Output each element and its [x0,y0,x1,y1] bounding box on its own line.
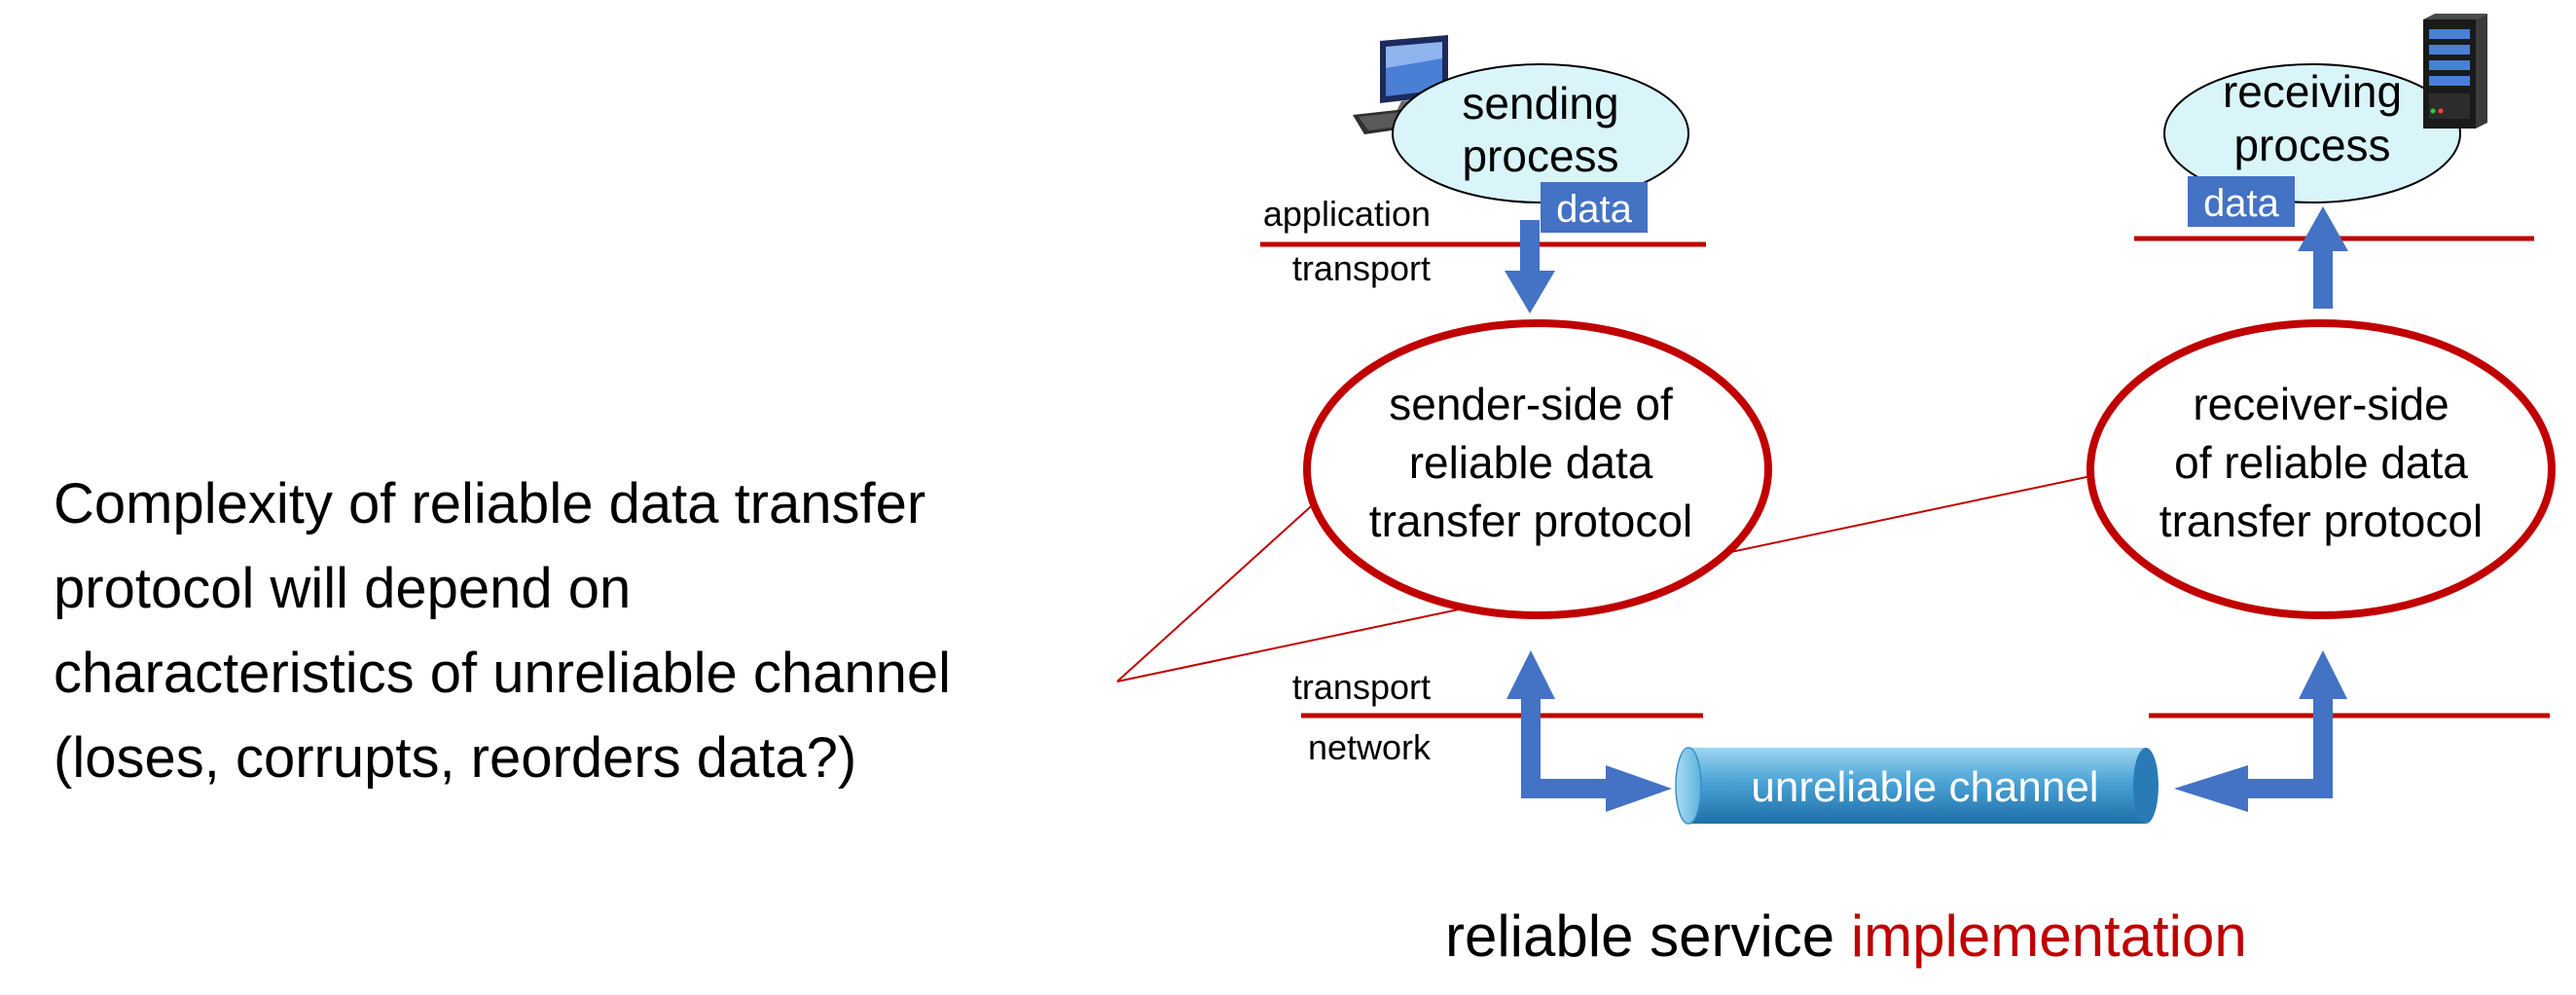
receiver-data-box [2188,176,2295,227]
left-explanation: Complexity of reliable data transfer pro… [54,472,951,790]
sender-data-box [1541,182,1648,233]
receiver-protocol-label-2: of reliable data [2174,437,2468,488]
sender-data-label: data [1556,188,1633,231]
receiving-process-label-2: process [2233,120,2390,170]
caption-part-1: reliable service [1445,903,1851,969]
sender-channel-arrow [1506,650,1672,812]
server-icon [2423,14,2487,129]
receiver-data-label: data [2203,182,2280,225]
receiving-process-ellipse [2163,63,2461,203]
receiver-up-arrow-head [2298,206,2348,251]
receiving-process-label-1: receiving [2223,66,2402,117]
receiver-protocol-label-1: receiver-side [2193,379,2449,429]
sending-process-label-2: process [1462,130,1618,181]
sender-protocol-label-1: sender-side of [1389,379,1673,429]
explanation-line-1: Complexity of reliable data transfer [54,472,925,535]
explanation-line-4: (loses, corrupts, reorders data?) [54,726,856,790]
sender-protocol-oval [1303,319,1772,619]
sender-layer-transport: transport [1292,248,1431,288]
caption: reliable service implementation [1445,903,2247,969]
unreliable-channel-label: unreliable channel [1751,763,2098,811]
receiver-protocol-oval [2086,319,2556,619]
explanation-line-2: protocol will depend on [54,557,631,620]
sender-down-arrow-shaft [1520,220,1540,273]
receiver-channel-arrow [2174,650,2347,812]
sender-layer-application: application [1263,194,1431,234]
explanation-line-3: characteristics of unreliable channel [54,642,951,705]
sender-down-arrow-head [1505,271,1555,313]
receiver-protocol-label-3: transfer protocol [2159,496,2483,546]
caption-part-2: implementation [1851,903,2247,969]
receiver-up-arrow-shaft [2313,248,2333,309]
lower-layer-network: network [1308,727,1432,767]
sender-protocol-label-3: transfer protocol [1369,496,1692,546]
sending-process-label-1: sending [1462,78,1618,129]
lower-layer-transport: transport [1292,667,1431,707]
sender-protocol-label-2: reliable data [1409,437,1653,488]
unreliable-channel-pipe [1675,747,2159,825]
